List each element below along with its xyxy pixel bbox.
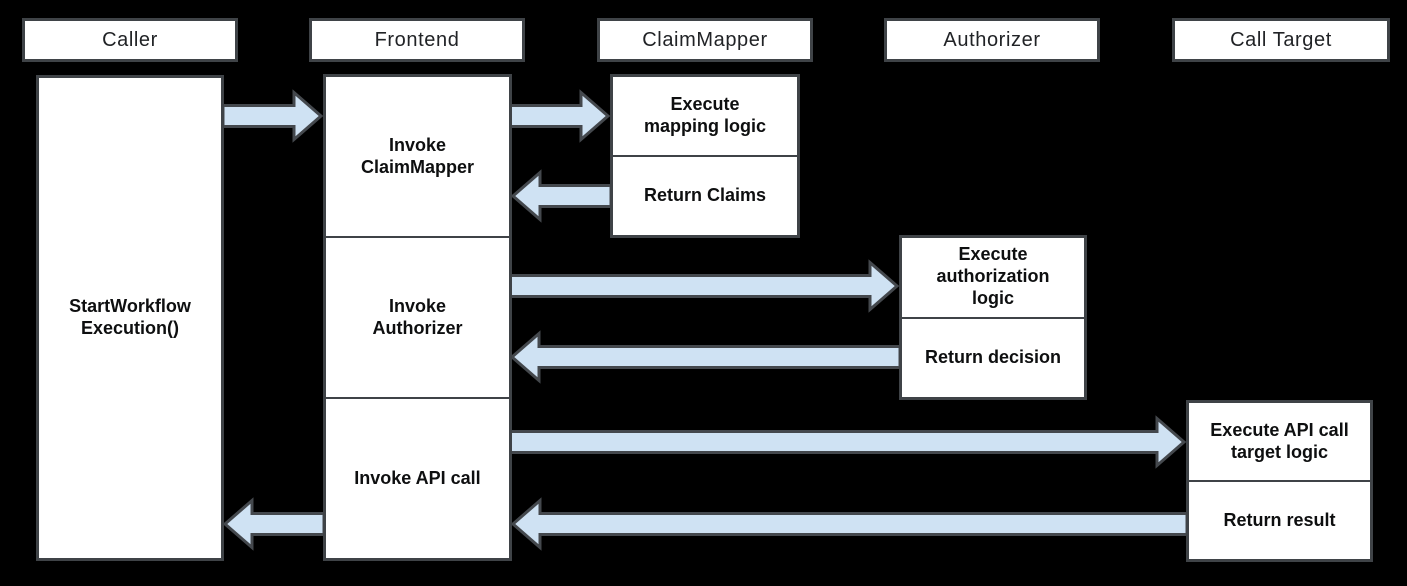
claimmapper-step-return-claims: Return Claims [613,155,797,235]
authorizer-step-return-decision: Return decision [902,316,1084,398]
lane-header-frontend-label: Frontend [374,28,460,51]
frontend-invokes-claimmapper-arrow [508,89,611,143]
frontend-returns-to-caller-arrow [222,497,326,551]
caller-step-startworkflowexecution: StartWorkflow Execution() [69,296,191,338]
claimmapper-activation-box: Execute mapping logic Return Claims [610,74,800,238]
calltarget-step-execute-api-call-target-logic: Execute API call target logic [1210,419,1349,462]
authorizer-returns-decision-arrow [509,330,902,384]
lane-header-claimmapper-label: ClaimMapper [642,28,768,51]
lane-header-caller: Caller [22,18,238,62]
calltarget-activation-box: Execute API call target logic Return res… [1186,400,1373,562]
lane-header-calltarget: Call Target [1172,18,1390,62]
calltarget-step-return-result: Return result [1189,480,1370,559]
claimmapper-step-execute-mapping-logic: Execute mapping logic [643,94,766,136]
frontend-activation-box: Invoke ClaimMapper Invoke Authorizer Inv… [323,74,512,561]
frontend-step-invoke-claimmapper: Invoke ClaimMapper [360,134,475,177]
lane-header-caller-label: Caller [102,28,158,51]
frontend-invokes-calltarget-arrow [508,415,1187,469]
lane-header-authorizer-label: Authorizer [943,28,1041,51]
claimmapper-returns-claims-arrow [510,169,613,223]
lane-header-frontend: Frontend [309,18,525,62]
caller-invokes-frontend-arrow [221,89,324,143]
frontend-step-invoke-api-call: Invoke API call [326,397,509,558]
lane-header-authorizer: Authorizer [884,18,1100,62]
caller-activation-box: StartWorkflow Execution() [36,75,224,561]
authorizer-step-execute-authorization-logic: Execute authorization logic [936,244,1050,309]
frontend-step-invoke-authorizer: Invoke Authorizer [326,236,509,397]
lane-header-claimmapper: ClaimMapper [597,18,813,62]
frontend-invokes-authorizer-arrow [508,259,900,313]
lane-header-calltarget-label: Call Target [1230,28,1332,51]
calltarget-returns-result-arrow [510,497,1189,551]
authorizer-activation-box: Execute authorization logic Return decis… [899,235,1087,400]
